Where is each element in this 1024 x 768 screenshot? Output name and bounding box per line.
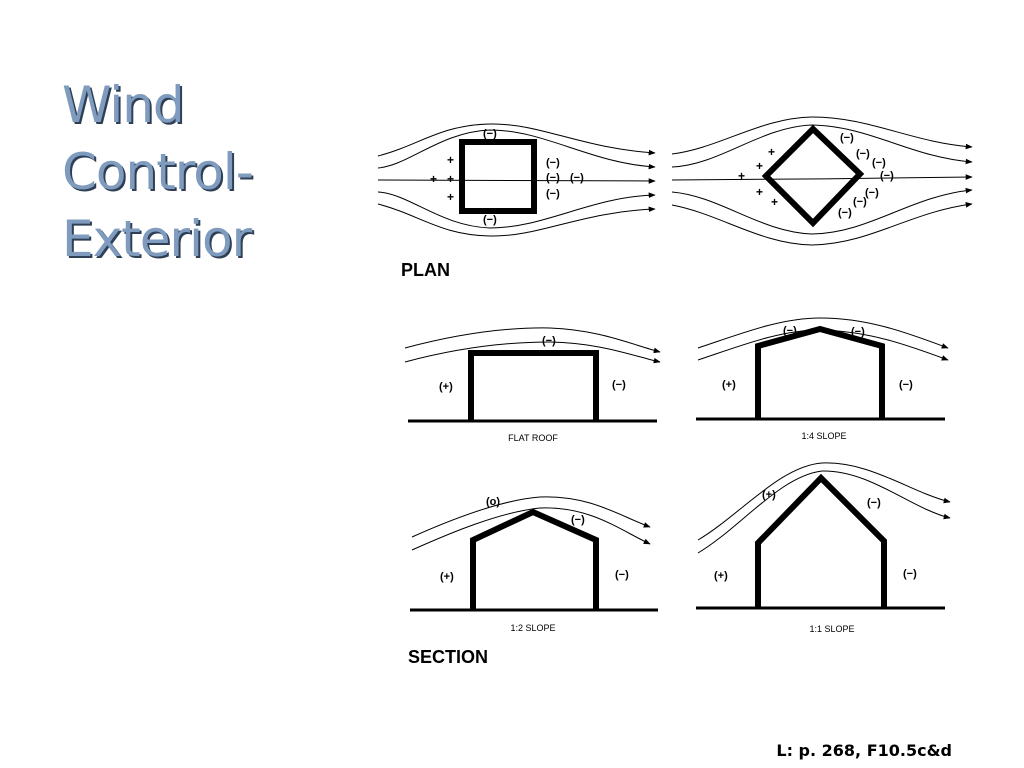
sign-positive: + [756, 159, 763, 173]
plan-heading: PLAN [401, 260, 450, 280]
sign-negative: (−) [838, 207, 852, 219]
sign-negative: (−) [840, 132, 854, 144]
sign-negative: (−) [872, 157, 886, 169]
sign-positive-paren: (+) [439, 381, 453, 393]
sign-positive: + [738, 169, 745, 183]
flow-line [671, 202, 973, 246]
flow-line [671, 116, 973, 155]
sign-negative: (−) [615, 569, 629, 581]
slope-1-2-building [470, 508, 599, 610]
flow-line [377, 178, 656, 184]
section-slope-1-4-figure: (−) (−) (+) (−) 1:4 SLOPE [696, 317, 949, 441]
sign-positive: + [447, 172, 454, 186]
sign-positive: + [430, 172, 437, 186]
flow-line [697, 462, 951, 541]
sign-negative: (−) [783, 325, 797, 337]
sign-negative: (−) [546, 172, 560, 184]
sign-negative: (−) [899, 379, 913, 391]
flow-line [404, 327, 661, 354]
section-slope-1-1-figure: (+) (−) (+) (−) 1:1 SLOPE [696, 462, 951, 634]
sign-negative: (−) [880, 170, 894, 182]
flow-line [671, 124, 973, 168]
caption-slope-1-1: 1:1 SLOPE [809, 624, 854, 634]
sign-negative: (−) [542, 335, 556, 347]
sign-positive: + [447, 190, 454, 204]
sign-negative: (−) [853, 196, 867, 208]
flow-line [671, 174, 973, 181]
sign-negative: (−) [612, 379, 626, 391]
section-flat-roof-figure: (−) (+) (−) FLAT ROOF [404, 327, 661, 443]
flow-line [411, 496, 651, 538]
flow-line [671, 187, 973, 235]
caption-slope-1-2: 1:2 SLOPE [510, 623, 555, 633]
sign-negative: (−) [571, 514, 585, 526]
title-line-1: Wind [62, 76, 185, 134]
flow-line [411, 507, 651, 551]
flat-roof-building [468, 350, 599, 420]
flow-line [377, 191, 656, 229]
plan-square-figure: + + + + (−) (−) (−) (−) (−) (−) [377, 123, 656, 237]
sign-positive: + [447, 153, 454, 167]
caption-flat-roof: FLAT ROOF [508, 433, 558, 443]
plan-diamond-building [761, 124, 865, 228]
flow-line [377, 203, 656, 237]
sign-negative: (−) [856, 148, 870, 160]
sign-negative: (−) [546, 188, 560, 200]
sign-neutral: (o) [486, 496, 500, 508]
caption-slope-1-4: 1:4 SLOPE [801, 431, 846, 441]
title-line-2: Control- [62, 143, 254, 201]
section-slope-1-2-figure: (o) (−) (+) (−) 1:2 SLOPE [410, 496, 658, 633]
slide-title: Wind Control- Exterior [62, 72, 362, 273]
sign-negative: (−) [483, 128, 497, 140]
sign-positive-paren: (+) [440, 571, 454, 583]
sign-negative: (−) [851, 326, 865, 338]
flow-line [697, 317, 949, 349]
plan-diamond-figure: + + + + + (−) (−) (−) (−) (−) (−) (−) [671, 116, 973, 246]
sign-negative: (−) [483, 214, 497, 226]
sign-positive: + [771, 195, 778, 209]
sign-positive: + [756, 185, 763, 199]
title-line-3: Exterior [62, 210, 252, 268]
sign-positive-paren: (+) [722, 379, 736, 391]
slope-1-4-building [755, 325, 885, 418]
sign-negative: (−) [865, 187, 879, 199]
slope-1-1-building [755, 473, 887, 607]
sign-negative: (−) [570, 172, 584, 184]
sign-positive-paren: (+) [714, 570, 728, 582]
sign-negative: (−) [903, 568, 917, 580]
section-heading: SECTION [408, 647, 488, 667]
flow-line [377, 123, 656, 157]
sign-positive: + [768, 145, 775, 159]
flow-line [404, 341, 661, 364]
flow-line [377, 129, 656, 170]
sign-negative: (−) [546, 157, 560, 169]
sign-positive-paren: (+) [762, 489, 776, 501]
plan-square-building [459, 139, 537, 214]
sign-negative: (−) [867, 497, 881, 509]
flow-line [697, 470, 951, 554]
source-reference: L: p. 268, F10.5c&d [776, 741, 952, 760]
